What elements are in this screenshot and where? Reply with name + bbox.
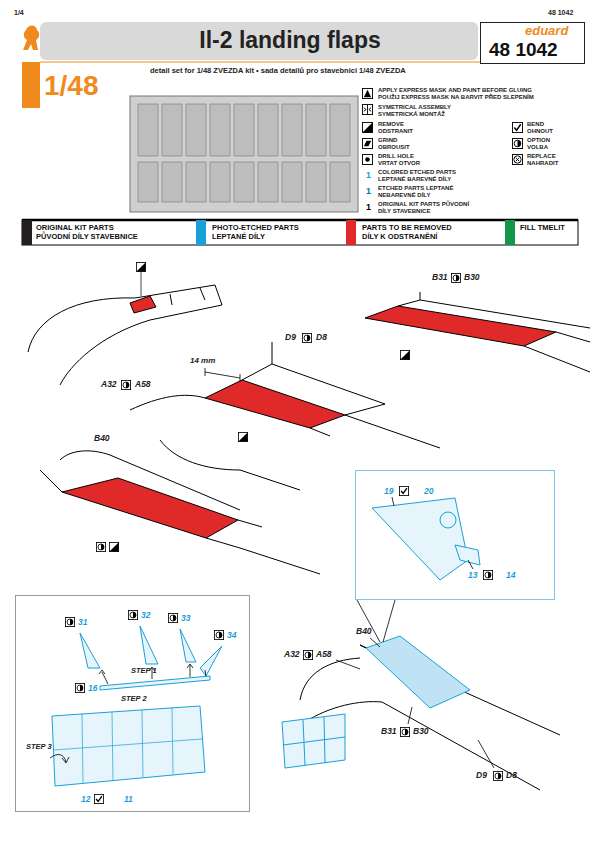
part-name: B40 [356,627,372,637]
part-number: 11 [124,795,133,805]
product-code: 48 1042 [489,39,558,61]
part-name: A32 [101,380,117,390]
legend-text: COLORED ETCHED PARTS LEPTANÉ BAREVNÉ DÍL… [378,169,473,183]
assembly-steps: 31 32 33 34 16 STEP 1 STEP 2 STEP 3 12 11 [15,595,250,812]
subtitle: detail set for 1/48 ZVEZDA kit • sada de… [150,67,406,76]
dimension: 14 mm [190,356,215,365]
legend-text: GRIND OBROUSIT [378,137,423,151]
legend-text: APPLY EXPRESS MASK AND PAINT BEFORE GLUI… [378,87,550,101]
legend-text: FILL TMELIT [520,224,565,233]
part-name: D8 [316,333,327,343]
part-number: 13 [468,571,477,581]
part-number: 20 [424,487,433,497]
part-name: D9 [285,333,296,343]
brand-logo: eduard [525,24,568,39]
step-label: STEP 2 [121,695,147,704]
legend-swatch [196,220,206,245]
legend-swatch [505,220,515,245]
legend-text: PARTS TO BE REMOVED DÍLY K ODSTRANĚNÍ [362,224,462,241]
part-number: 33 [181,614,190,624]
legend-sample: 1 [366,186,371,196]
legend-swatch [346,220,356,245]
part-name: D9 [476,771,487,781]
page-number: 1/4 [14,9,24,17]
legend-sample: 1 [366,202,371,212]
part-name: A58 [316,650,332,660]
part-number: 34 [227,631,236,641]
legend-swatch [22,220,32,245]
sheet-title: Il-2 landing flaps [130,27,450,53]
step-label: STEP 3 [26,743,52,752]
legend-text: BEND OHNOUT [527,121,567,135]
part-number: 31 [78,618,87,628]
legend-text: REPLACE NAHRADIT [527,153,577,167]
legend-text: OPTION VOLBA [527,137,572,151]
part-name: B31 [432,273,448,283]
legend-text: ORIGINAL KIT PARTS PŮVODNÍ DÍLY STAVEBNI… [378,201,473,215]
part-name: A58 [135,380,151,390]
legend-text: REMOVE ODSTRANIT [378,121,423,135]
legend-text: ETCHED PARTS LEPTANÉ NEBAREVNÉ DÍLY [378,185,473,199]
part-name: B30 [464,273,480,283]
part-number: 12 [81,795,90,805]
scale-mark: 1/48 [44,70,99,102]
legend-text: PHOTO-ETCHED PARTS LEPTANÉ DÍLY [212,224,324,241]
scale-tab: 1/48 [22,62,107,108]
detail-inset: 19 20 13 14 [355,470,555,600]
part-number: 16 [88,684,97,694]
step-label: STEP 1 [131,667,157,676]
part-name: B31 [381,727,397,737]
part-number: 19 [384,487,393,497]
legend-text: DRILL HOLE VRTAT OTVOR [378,153,433,167]
part-name: A32 [284,650,300,660]
part-name: B30 [413,727,429,737]
legend-text: SYMETRICAL ASSEMBLY SYMETRICKÁ MONTÁŽ [378,104,462,118]
legend-sample: 1 [366,170,371,180]
part-number: 32 [141,611,150,621]
part-name: D8 [506,771,517,781]
product-code: 48 1042 [548,9,573,17]
part-name: B40 [94,434,110,444]
legend-text: ORIGINAL KIT PARTS PŮVODNÍ DÍLY STAVEBNI… [36,224,148,241]
code-box: eduard48 1042 [480,22,585,64]
part-number: 14 [506,571,515,581]
